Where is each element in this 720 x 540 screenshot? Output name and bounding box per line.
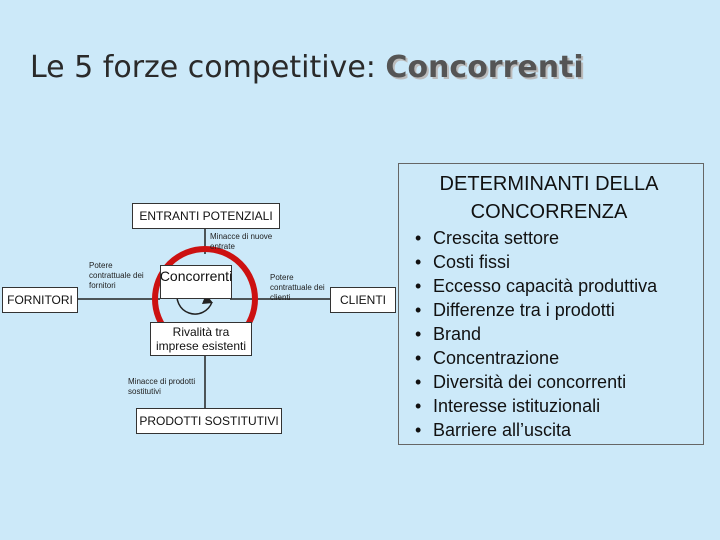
potere-fornitori-label: Potere contrattuale dei fornitori [89,261,144,290]
list-item: Brand [415,322,657,346]
list-item: Differenze tra i prodotti [415,298,657,322]
list-item: Eccesso capacità produttiva [415,274,657,298]
minacce-entrate-label: Minacce di nuove entrate [210,232,273,251]
fornitori-box: FORNITORI [2,287,78,313]
slide-title: Le 5 forze competitive: Concorrenti [30,50,584,85]
title-highlight: Concorrenti [385,50,584,85]
determinanti-list: Crescita settore Costi fissi Eccesso cap… [415,226,657,442]
prodotti-sostitutivi-box: PRODOTTI SOSTITUTIVI [136,408,282,434]
rivalita-label: Rivalità tra imprese esistenti [155,325,247,353]
list-item: Diversità dei concorrenti [415,370,657,394]
rivalry-arrow [202,294,213,304]
clienti-label: CLIENTI [339,293,386,307]
entranti-potenziali-box: ENTRANTI POTENZIALI [132,203,280,229]
list-item: Crescita settore [415,226,657,250]
entranti-label: ENTRANTI POTENZIALI [139,209,273,223]
rivalita-box: Rivalità tra imprese esistenti [150,322,252,356]
concorrenti-label: Concorrenti [159,268,233,284]
list-item: Costi fissi [415,250,657,274]
clienti-box: CLIENTI [330,287,396,313]
list-item: Barriere all’uscita [415,418,657,442]
potere-clienti-label: Potere contrattuale dei clienti [270,273,325,302]
fornitori-label: FORNITORI [7,293,73,307]
determinanti-title: DETERMINANTI DELLA CONCORRENZA [439,173,659,223]
minacce-sostitutivi-label: Minacce di prodotti sostitutivi [128,377,196,396]
concorrenti-box: Concorrenti [160,265,232,299]
list-item: Concentrazione [415,346,657,370]
sostitutivi-label: PRODOTTI SOSTITUTIVI [139,414,279,428]
list-item: Interesse istituzionali [415,394,657,418]
title-prefix: Le 5 forze competitive: [30,50,386,85]
determinanti-panel: DETERMINANTI DELLA CONCORRENZA Crescita … [398,163,704,445]
